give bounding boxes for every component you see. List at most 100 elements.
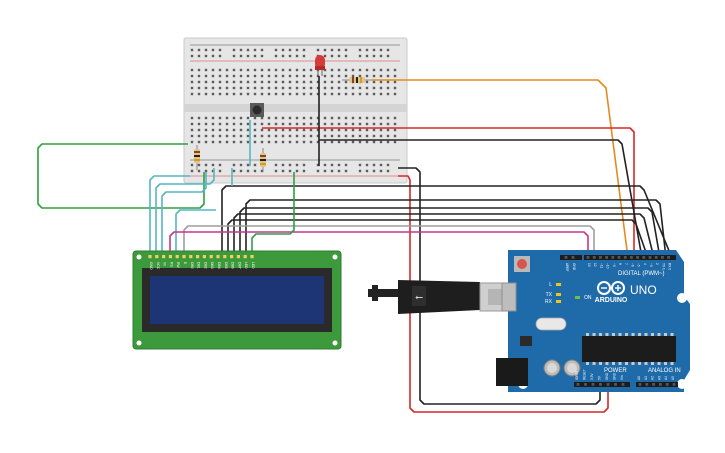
breadboard-rail-hole bbox=[253, 169, 257, 173]
analog-pin-label: A3 bbox=[657, 376, 661, 380]
breadboard-rail-hole bbox=[197, 163, 201, 167]
wire-black-ground bbox=[398, 167, 601, 405]
breadboard-hole bbox=[204, 86, 208, 90]
breadboard-rail-hole bbox=[218, 48, 222, 52]
pushbutton bbox=[250, 103, 264, 117]
breadboard-hole bbox=[225, 92, 229, 96]
wire-red-power bbox=[398, 175, 609, 413]
lcd-pin bbox=[155, 255, 159, 259]
breadboard-hole bbox=[372, 74, 376, 78]
wire-red-top bbox=[262, 127, 635, 258]
breadboard-hole bbox=[288, 134, 292, 138]
breadboard-hole bbox=[386, 134, 390, 138]
breadboard-hole bbox=[281, 140, 285, 144]
wire-black-led bbox=[318, 76, 643, 259]
breadboard-hole bbox=[218, 122, 222, 126]
breadboard-hole bbox=[372, 134, 376, 138]
digital-label: DIGITAL (PWM~) bbox=[618, 271, 665, 277]
breadboard-rail-hole bbox=[246, 163, 250, 167]
lcd-pin-label: DB3 bbox=[210, 262, 214, 269]
breadboard-hole bbox=[204, 128, 208, 132]
breadboard-rail-hole bbox=[232, 48, 236, 52]
breadboard-hole bbox=[239, 134, 243, 138]
breadboard-hole bbox=[323, 74, 327, 78]
breadboard-hole bbox=[288, 122, 292, 126]
breadboard-hole bbox=[330, 116, 334, 120]
analog-pin-label: A5 bbox=[671, 376, 675, 380]
breadboard-hole bbox=[330, 122, 334, 126]
breadboard-hole bbox=[302, 128, 306, 132]
breadboard-hole bbox=[218, 116, 222, 120]
breadboard-hole bbox=[295, 86, 299, 90]
power-pin bbox=[591, 383, 595, 386]
breadboard-rail-hole bbox=[260, 54, 264, 58]
breadboard-hole bbox=[260, 74, 264, 78]
breadboard-hole bbox=[204, 68, 208, 72]
breadboard-hole bbox=[197, 140, 201, 144]
wire-black-db7 bbox=[245, 199, 667, 259]
breadboard-hole bbox=[253, 74, 257, 78]
breadboard-hole bbox=[379, 140, 383, 144]
breadboard-hole bbox=[386, 80, 390, 84]
power-pin-label: Vin bbox=[620, 375, 624, 380]
breadboard-hole bbox=[365, 116, 369, 120]
breadboard-hole bbox=[232, 122, 236, 126]
breadboard-hole bbox=[211, 86, 215, 90]
breadboard-rail-hole bbox=[253, 48, 257, 52]
digital-pin-label: 13 bbox=[587, 263, 591, 267]
lcd-pin bbox=[250, 255, 254, 259]
wire-black-db4 bbox=[227, 219, 649, 259]
breadboard-hole bbox=[309, 74, 313, 78]
breadboard-rail-hole bbox=[295, 169, 299, 173]
breadboard-hole bbox=[323, 122, 327, 126]
breadboard-hole bbox=[218, 74, 222, 78]
breadboard-rail-hole bbox=[365, 169, 369, 173]
breadboard-hole bbox=[253, 68, 257, 72]
breadboard-hole bbox=[197, 68, 201, 72]
breadboard-hole bbox=[239, 86, 243, 90]
breadboard-rail-hole bbox=[358, 169, 362, 173]
tx-led-label: TX bbox=[546, 292, 553, 298]
breadboard-rail-hole bbox=[218, 54, 222, 58]
chip-leg bbox=[651, 362, 654, 365]
breadboard-hole bbox=[204, 134, 208, 138]
breadboard-hole bbox=[379, 68, 383, 72]
chip-leg bbox=[664, 333, 667, 336]
breadboard-hole bbox=[288, 116, 292, 120]
wire-teal-3 bbox=[161, 172, 207, 255]
breadboard-hole bbox=[232, 134, 236, 138]
breadboard-rail-hole bbox=[344, 169, 348, 173]
breadboard-hole bbox=[239, 92, 243, 96]
breadboard-rail-hole bbox=[246, 48, 250, 52]
chip-leg bbox=[651, 333, 654, 336]
breadboard-hole bbox=[393, 128, 397, 132]
breadboard-rail-hole bbox=[197, 54, 201, 58]
breadboard-hole bbox=[393, 134, 397, 138]
breadboard-hole bbox=[260, 140, 264, 144]
breadboard-rail-hole bbox=[330, 169, 334, 173]
breadboard-hole bbox=[386, 122, 390, 126]
resistor-contrast bbox=[194, 145, 200, 170]
lcd-pin-label: RS bbox=[169, 262, 173, 267]
breadboard-rail-hole bbox=[274, 54, 278, 58]
lcd-pin bbox=[162, 255, 166, 259]
chip-leg bbox=[599, 362, 602, 365]
breadboard-rail-hole bbox=[344, 54, 348, 58]
breadboard-hole bbox=[274, 80, 278, 84]
lcd-pin bbox=[196, 255, 200, 259]
breadboard-rail-hole bbox=[246, 169, 250, 173]
breadboard-hole bbox=[372, 80, 376, 84]
breadboard-hole bbox=[344, 122, 348, 126]
red-led bbox=[315, 55, 325, 76]
breadboard-hole bbox=[204, 116, 208, 120]
breadboard-rail-hole bbox=[316, 48, 320, 52]
chip-leg bbox=[657, 362, 661, 365]
digital-pin bbox=[611, 256, 615, 259]
breadboard-hole bbox=[260, 128, 264, 132]
arduino-uno: L TX RX ON ARDUINO UNO DIGITAL (PWM~) PO… bbox=[496, 250, 690, 392]
breadboard-hole bbox=[295, 92, 299, 96]
breadboard-hole bbox=[281, 128, 285, 132]
lcd-pin-label: RW bbox=[176, 262, 180, 268]
breadboard-hole bbox=[372, 128, 376, 132]
